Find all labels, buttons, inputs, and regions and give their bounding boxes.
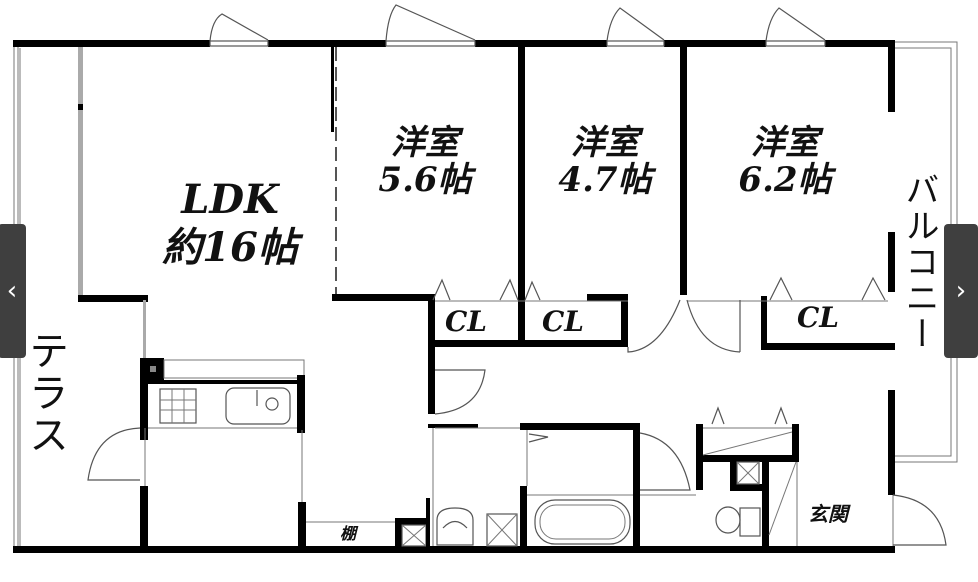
chevron-right-icon: ›: [955, 276, 967, 306]
top-windows: [209, 4, 826, 47]
door-swings: [428, 276, 886, 428]
entrance-label: 玄関: [808, 502, 848, 526]
entrance-door: [892, 494, 947, 546]
terrace-label: テラス: [22, 330, 68, 456]
western-room-1-label: 洋室 5.6帖: [360, 123, 490, 201]
stove-icon: [159, 388, 197, 424]
western-room-1-size: 5.6帖: [378, 160, 472, 201]
shelf-label: 棚: [340, 524, 357, 543]
next-image-button[interactable]: ›: [944, 224, 978, 358]
chevron-left-icon: ‹: [6, 276, 18, 306]
closet-walls: [428, 294, 895, 414]
bathtub-icon: [534, 499, 631, 545]
ldk-label: LDK 約16帖: [140, 180, 320, 268]
western-room-3-size: 6.2帖: [738, 160, 832, 201]
balcony-label: バルコニー: [899, 172, 939, 352]
closet-label-2: CL: [542, 305, 584, 338]
prev-image-button[interactable]: ‹: [0, 224, 26, 358]
western-room-2-label: 洋室 4.7帖: [540, 123, 670, 201]
ldk-window: [78, 47, 83, 297]
ldk-size: 約16帖: [162, 224, 298, 271]
western-room-1-name: 洋室: [391, 123, 459, 163]
toilet-icon: [715, 506, 741, 534]
bathroom: [520, 423, 691, 548]
ldk-name: LDK: [181, 176, 279, 223]
western-room-2-size: 4.7帖: [558, 160, 652, 201]
western-room-3-name: 洋室: [751, 123, 819, 163]
western-room-3-label: 洋室 6.2帖: [720, 123, 850, 201]
sink-icon: [225, 387, 291, 425]
toilet-area: [640, 406, 799, 548]
kitchen: [87, 300, 306, 548]
closet-label-1: CL: [445, 305, 487, 338]
exterior-walls: [13, 40, 895, 553]
closet-label-3: CL: [797, 301, 839, 334]
western-room-2-name: 洋室: [571, 123, 639, 163]
shelf: [306, 498, 430, 548]
washroom: [432, 427, 522, 547]
